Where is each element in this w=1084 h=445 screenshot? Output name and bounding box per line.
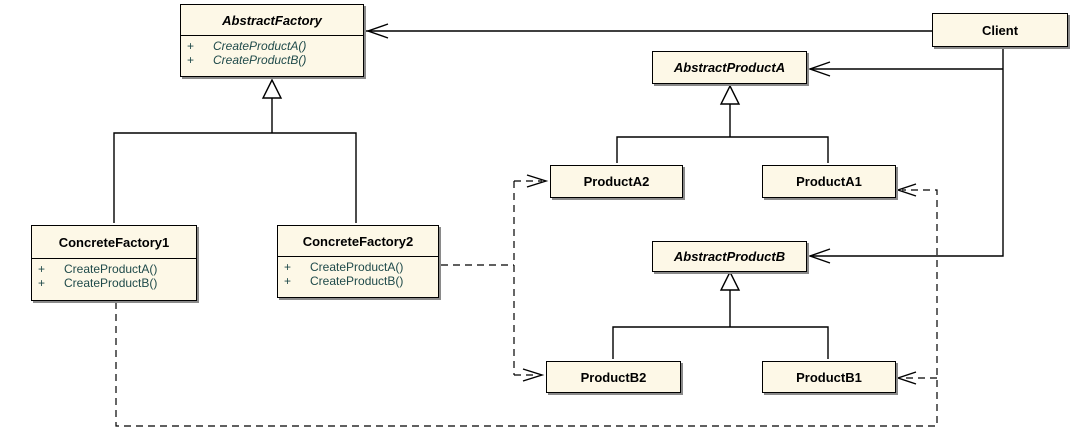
- operation: +CreateProductA(): [284, 260, 404, 274]
- class-name: ConcreteFactory2: [302, 233, 414, 249]
- abstract-factory-class[interactable]: AbstractFactory +CreateProductA() +Creat…: [180, 4, 364, 77]
- product-b1-class[interactable]: ProductB1: [762, 361, 896, 393]
- product-a2-class[interactable]: ProductA2: [550, 165, 683, 198]
- class-name: ProductB2: [580, 369, 647, 385]
- concrete-factory-1-class[interactable]: ConcreteFactory1 +CreateProductA() +Crea…: [31, 225, 197, 301]
- dependency-arrowhead-productb2: [522, 368, 545, 382]
- client-to-abstractproductb-arrowhead: [807, 248, 831, 264]
- factory2-dependency-line: [441, 180, 542, 376]
- operations: +CreateProductA() +CreateProductB(): [32, 258, 196, 290]
- dependency-arrowhead-producta2: [526, 174, 549, 188]
- factory-inheritance-arrow: [261, 78, 283, 99]
- product-b2-class[interactable]: ProductB2: [546, 361, 681, 393]
- concrete-factory-2-class[interactable]: ConcreteFactory2 +CreateProductA() +Crea…: [277, 225, 439, 298]
- operations: +CreateProductA() +CreateProductB(): [278, 256, 438, 288]
- product-a-inheritance-arrow: [719, 84, 741, 105]
- dependency-arrowhead-producta1: [895, 183, 917, 197]
- class-name: ConcreteFactory1: [58, 234, 170, 250]
- class-name: Client: [981, 22, 1019, 38]
- class-name: AbstractProductB: [673, 249, 786, 264]
- operation: +CreateProductB(): [187, 53, 307, 67]
- dependency-arrowhead-productb1: [895, 371, 917, 385]
- operation: +CreateProductB(): [38, 276, 158, 290]
- class-name: ProductB1: [796, 369, 862, 385]
- product-a-inheritance-line: [616, 104, 829, 163]
- operation: +CreateProductB(): [284, 274, 404, 288]
- operation: +CreateProductA(): [38, 262, 158, 276]
- client-to-products-line: [810, 48, 1004, 257]
- class-name: AbstractFactory: [222, 12, 322, 28]
- abstract-product-a-class[interactable]: AbstractProductA: [652, 51, 807, 84]
- product-a1-class[interactable]: ProductA1: [762, 165, 896, 198]
- product-b-inheritance-arrow: [719, 270, 741, 291]
- operation: +CreateProductA(): [187, 39, 307, 53]
- product-b-inheritance-line: [612, 290, 829, 359]
- factory1-dependency-line: [115, 189, 938, 427]
- class-name: AbstractProductA: [673, 60, 786, 75]
- abstract-product-b-class[interactable]: AbstractProductB: [652, 241, 807, 272]
- factory-inheritance-line: [113, 98, 357, 223]
- client-to-abstractfactory-arrowhead: [365, 23, 389, 39]
- client-class[interactable]: Client: [932, 13, 1068, 47]
- class-name: ProductA2: [583, 174, 650, 189]
- operations: +CreateProductA() +CreateProductB(): [181, 35, 363, 67]
- client-to-abstractproducta-arrowhead: [807, 61, 831, 77]
- class-name: ProductA1: [796, 174, 862, 189]
